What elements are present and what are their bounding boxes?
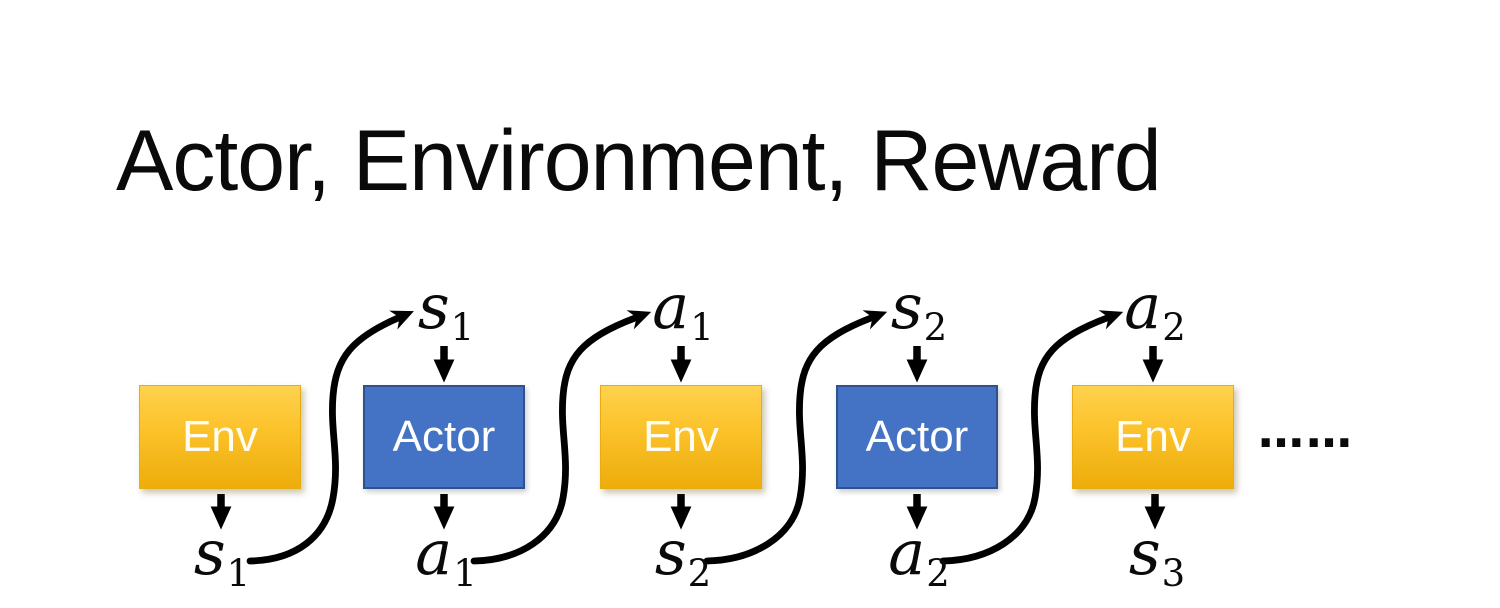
top-label-a1: a1 [652, 270, 714, 349]
env-box-3: Env [1072, 385, 1234, 489]
bottom-label-a2: a2 [888, 516, 950, 595]
curved-arrow-icon [703, 310, 888, 565]
curved-arrow-icon [246, 310, 414, 565]
bottom-label-a1: a1 [415, 516, 477, 595]
page-title: Actor, Environment, Reward [116, 113, 1162, 209]
env-box-2: Env [600, 385, 762, 489]
top-label-s1: s1 [417, 270, 475, 349]
curved-arrow-icon [939, 310, 1124, 565]
ellipsis-dots: …… [1258, 404, 1354, 458]
bottom-label-s1: s1 [193, 516, 251, 595]
box-label: Env [643, 412, 719, 461]
actor-box-1: Actor [363, 385, 525, 489]
top-label-a2: a2 [1124, 270, 1186, 349]
top-label-s2: s2 [890, 270, 948, 349]
box-label: Actor [392, 412, 496, 461]
bottom-label-s2: s2 [654, 516, 712, 595]
box-label: Env [1115, 412, 1191, 461]
env-box-1: Env [139, 385, 301, 489]
box-label: Actor [865, 412, 969, 461]
bottom-label-s3: s3 [1128, 516, 1186, 595]
box-label: Env [182, 412, 258, 461]
actor-box-2: Actor [836, 385, 998, 489]
curved-arrow-icon [470, 310, 652, 565]
